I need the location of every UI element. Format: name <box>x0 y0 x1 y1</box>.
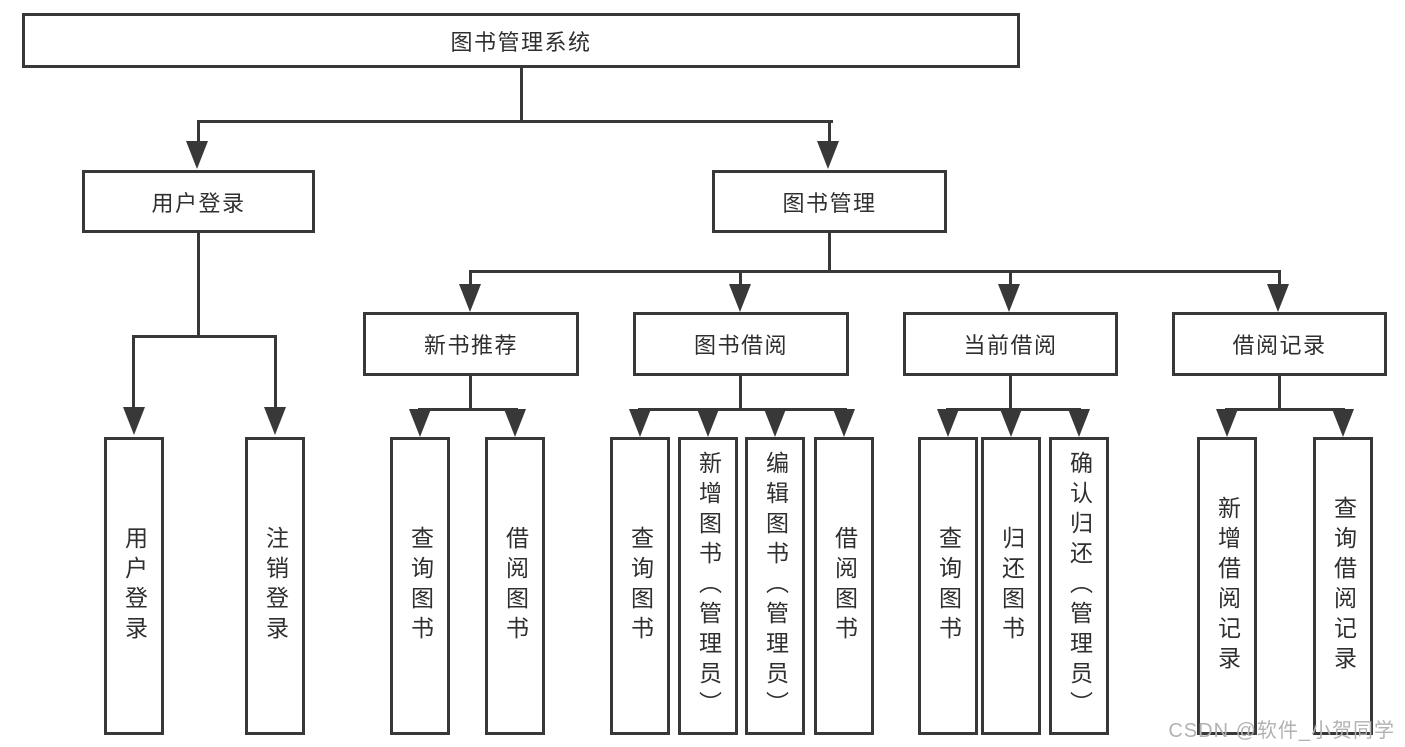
connector-line <box>1009 270 1012 286</box>
connector-line <box>418 408 518 411</box>
arrow-down-icon <box>123 407 145 435</box>
arrow-down-icon <box>937 409 959 437</box>
node-user-login: 用户登录 <box>82 170 315 233</box>
arrow-down-icon <box>186 141 208 169</box>
connector-line <box>469 270 472 286</box>
watermark-text: CSDN @软件_小贺同学 <box>1168 720 1395 742</box>
node-book-management: 图书管理 <box>712 170 947 233</box>
node-leaf-borrow-book-recommendation: 借阅图书 <box>485 437 545 735</box>
arrow-down-icon <box>264 407 286 435</box>
connector-line <box>1278 376 1281 408</box>
arrow-down-icon <box>409 409 431 437</box>
node-book-borrowing: 图书借阅 <box>633 312 849 376</box>
arrow-down-icon <box>998 284 1020 312</box>
connector-line <box>520 68 523 120</box>
leaf-label: 借阅图书 <box>831 526 858 646</box>
connector-line <box>469 376 472 408</box>
node-current-borrowing: 当前借阅 <box>903 312 1118 376</box>
connector-line <box>828 233 831 270</box>
connector-line <box>197 120 833 123</box>
leaf-label: 查询图书 <box>407 526 434 646</box>
node-leaf-query-book-borrowing: 查询图书 <box>610 437 670 735</box>
connector-line <box>638 408 847 411</box>
arrow-down-icon <box>1216 409 1238 437</box>
arrow-down-icon <box>1332 409 1354 437</box>
leaf-label: 查询图书 <box>935 526 962 646</box>
arrow-down-icon <box>459 284 481 312</box>
node-leaf-query-book-current: 查询图书 <box>918 437 978 735</box>
connector-line <box>274 335 277 409</box>
arrow-down-icon <box>1000 409 1022 437</box>
node-leaf-confirm-return-admin: 确认归还（管理员） <box>1049 437 1109 735</box>
node-leaf-add-book-admin: 新增图书（管理员） <box>678 437 738 735</box>
leaf-label: 查询借阅记录 <box>1330 496 1357 676</box>
arrow-down-icon <box>504 409 526 437</box>
leaf-label: 归还图书 <box>998 526 1025 646</box>
arrow-down-icon <box>817 141 839 169</box>
node-borrowing-records: 借阅记录 <box>1172 312 1387 376</box>
node-leaf-return-book: 归还图书 <box>981 437 1041 735</box>
leaf-label: 新增借阅记录 <box>1214 496 1241 676</box>
node-leaf-user-login: 用户登录 <box>104 437 164 735</box>
arrow-down-icon <box>764 409 786 437</box>
connector-line <box>469 270 1281 273</box>
connector-line <box>197 120 200 144</box>
arrow-down-icon <box>833 409 855 437</box>
node-leaf-logout: 注销登录 <box>245 437 305 735</box>
node-new-book-recommendation: 新书推荐 <box>363 312 579 376</box>
arrow-down-icon <box>1267 284 1289 312</box>
leaf-label: 查询图书 <box>627 526 654 646</box>
connector-line <box>1009 376 1012 408</box>
node-leaf-edit-book-admin: 编辑图书（管理员） <box>745 437 805 735</box>
arrow-down-icon <box>629 409 651 437</box>
connector-line <box>197 233 200 335</box>
node-leaf-borrow-book: 借阅图书 <box>814 437 874 735</box>
connector-line <box>828 120 831 144</box>
connector-line <box>739 270 742 286</box>
connector-line <box>739 376 742 408</box>
arrow-down-icon <box>1068 409 1090 437</box>
leaf-label: 用户登录 <box>121 526 148 646</box>
arrow-down-icon <box>697 409 719 437</box>
node-leaf-add-borrow-record: 新增借阅记录 <box>1197 437 1257 735</box>
leaf-label: 确认归还（管理员） <box>1066 451 1093 721</box>
connector-line <box>1225 408 1345 411</box>
node-root: 图书管理系统 <box>22 13 1020 68</box>
arrow-down-icon <box>729 284 751 312</box>
leaf-label: 新增图书（管理员） <box>695 451 722 721</box>
node-leaf-query-borrow-record: 查询借阅记录 <box>1313 437 1373 735</box>
connector-line <box>1278 270 1281 286</box>
connector-line <box>132 335 135 409</box>
connector-line <box>132 335 277 338</box>
leaf-label: 编辑图书（管理员） <box>762 451 789 721</box>
leaf-label: 借阅图书 <box>502 526 529 646</box>
leaf-label: 注销登录 <box>262 526 289 646</box>
node-leaf-query-book-recommendation: 查询图书 <box>390 437 450 735</box>
